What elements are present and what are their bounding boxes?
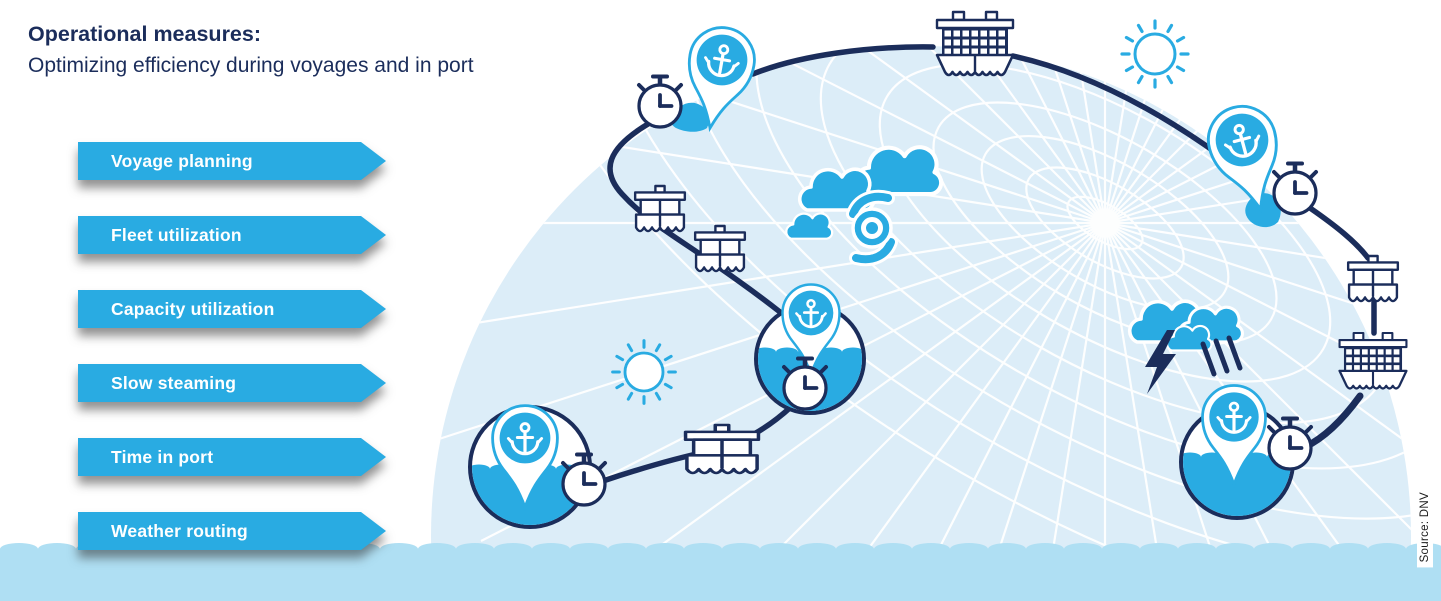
container-ship-icon [935, 10, 1015, 77]
port-anchor-pin [1179, 383, 1295, 520]
port-anchor-pin [468, 403, 592, 529]
storm-cloud-icon [1127, 299, 1244, 394]
rain-icon [1200, 335, 1243, 377]
water-waves [0, 543, 1441, 601]
sun-icon [1120, 19, 1190, 89]
stopwatch-icon [1274, 164, 1316, 215]
hurricane-icon [785, 147, 941, 267]
lightning-icon [1145, 330, 1176, 394]
ferry-icon [1346, 254, 1400, 303]
ferry-icon [683, 423, 761, 475]
globe [431, 46, 1411, 601]
container-ship-icon [1338, 331, 1408, 390]
stopwatch-icon [639, 77, 681, 128]
source-note: Source: DNV [1417, 486, 1433, 567]
ferry-icon [633, 184, 687, 233]
ferry-icon [693, 224, 747, 273]
